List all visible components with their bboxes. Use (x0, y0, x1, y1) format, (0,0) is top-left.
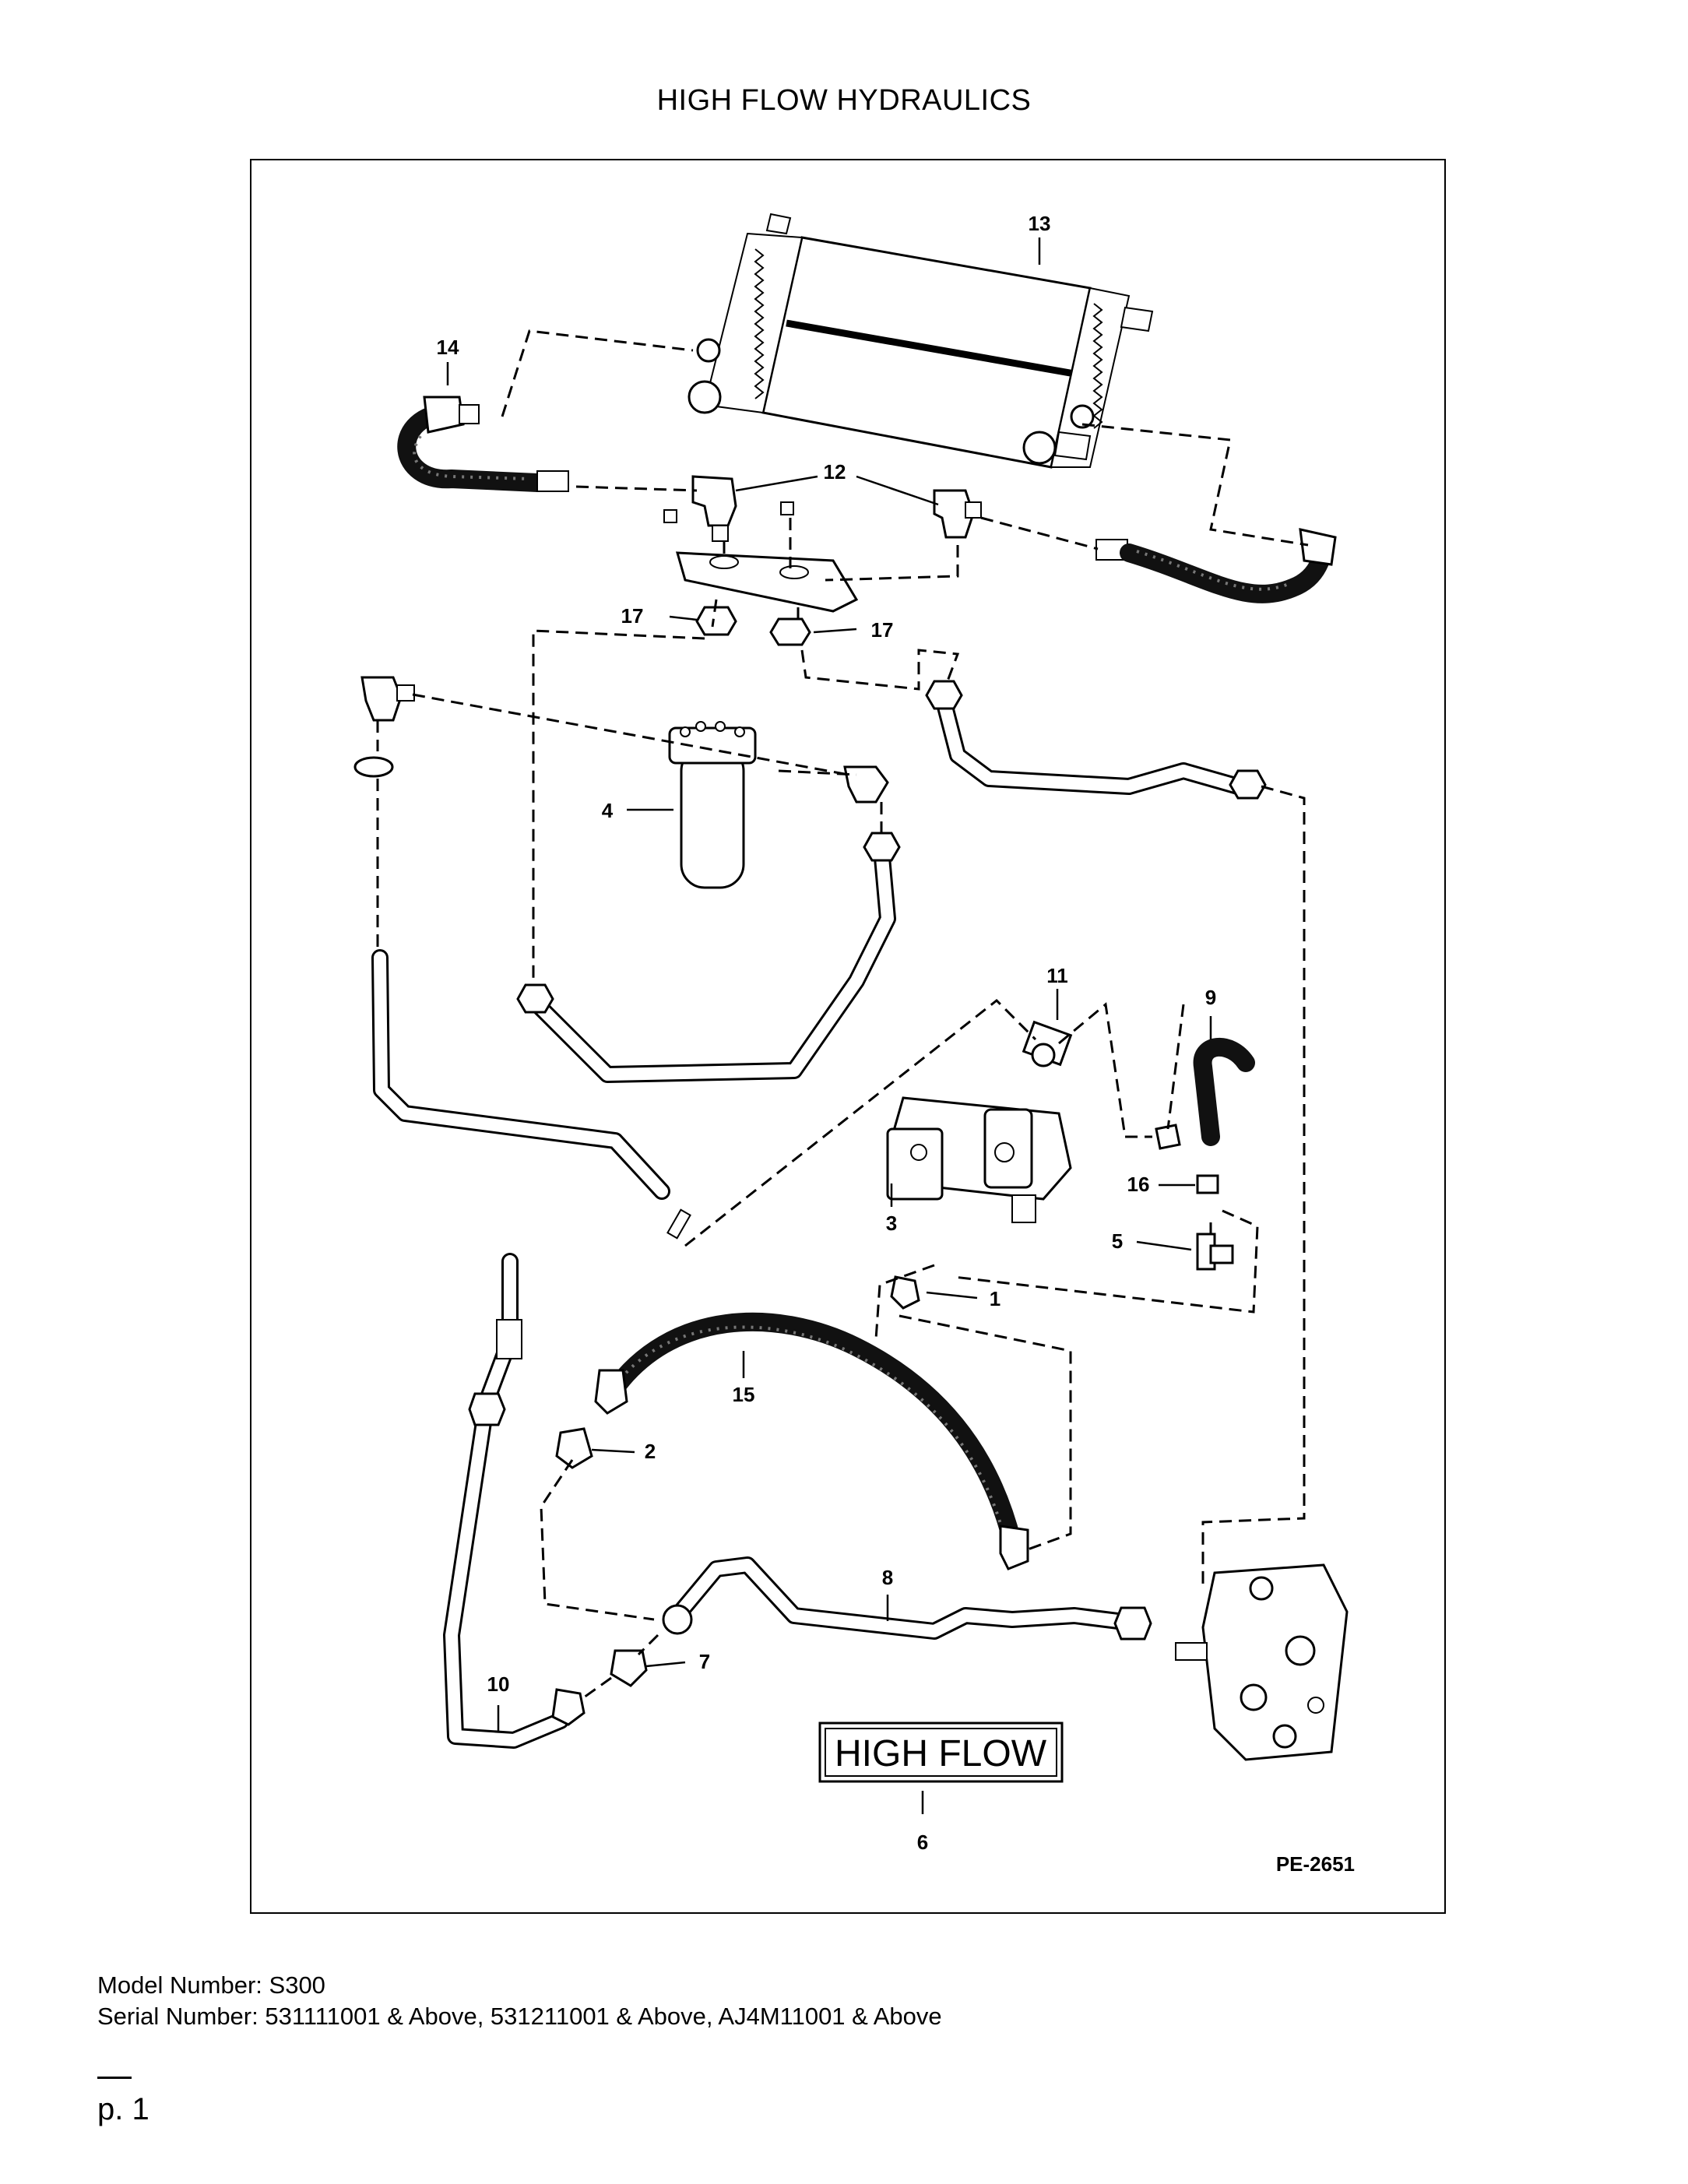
callout-5: 5 (1112, 1229, 1123, 1253)
filter-hose-clamp (353, 756, 394, 778)
callout-7: 7 (699, 1650, 710, 1673)
adapter-2 (555, 1427, 593, 1469)
page-title: HIGH FLOW HYDRAULICS (656, 84, 1032, 117)
callout-17-right: 17 (871, 618, 894, 642)
model-number: Model Number: S300 (97, 1971, 325, 1999)
tee-fitting-5 (1196, 1233, 1234, 1271)
callout-17-left: 17 (621, 604, 644, 628)
callout-9: 9 (1205, 986, 1216, 1009)
nut-17a (695, 606, 737, 636)
adapter-7 (610, 1649, 648, 1687)
return-tube (371, 949, 691, 1240)
hose-15 (594, 1312, 1029, 1570)
callout-15: 15 (733, 1383, 755, 1406)
decal-6 (818, 1722, 1064, 1783)
callout-6: 6 (917, 1831, 928, 1854)
hose-right (1095, 528, 1337, 603)
callout-2: 2 (645, 1440, 656, 1463)
page-rule (97, 2077, 132, 2079)
callout-3: 3 (886, 1212, 897, 1235)
hose-14 (397, 396, 569, 492)
callout-14: 14 (437, 336, 459, 359)
callout-13: 13 (1029, 212, 1051, 235)
callout-8: 8 (882, 1566, 893, 1589)
fitting-11 (1022, 1020, 1073, 1067)
hydraulic-filter (668, 721, 757, 889)
elbow-fitting-12a (691, 475, 737, 542)
callout-10: 10 (487, 1672, 510, 1696)
callout-12: 12 (824, 460, 846, 484)
tube-8 (662, 1556, 1152, 1641)
cooler-return-tube (925, 680, 1267, 800)
filter-outlet-tube (516, 832, 901, 1083)
diagram-frame (250, 159, 1446, 1914)
filter-outlet-elbow (843, 765, 889, 804)
mounting-bracket (663, 501, 859, 613)
callout-16: 16 (1127, 1173, 1150, 1196)
nut-17b (769, 617, 811, 646)
drawing-number: PE-2651 (1276, 1852, 1355, 1876)
oil-cooler (688, 213, 1154, 469)
control-valve (1175, 1563, 1349, 1761)
decal-text: HIGH FLOW (835, 1733, 1047, 1774)
page-number: p. 1 (97, 2092, 149, 2126)
hydraulic-pump (886, 1096, 1072, 1223)
callout-4: 4 (602, 799, 614, 822)
tube-10 (443, 1253, 586, 1749)
elbow-fitting-12b (933, 489, 982, 539)
fitting-1 (890, 1275, 920, 1310)
hose-9 (1193, 1037, 1255, 1146)
serial-number: Serial Number: 531111001 & Above, 531211… (97, 2003, 942, 2030)
connection-lines (376, 329, 1309, 1699)
callout-1: 1 (990, 1287, 1000, 1310)
filter-inlet-elbow (360, 676, 415, 722)
callout-11: 11 (1046, 964, 1068, 987)
